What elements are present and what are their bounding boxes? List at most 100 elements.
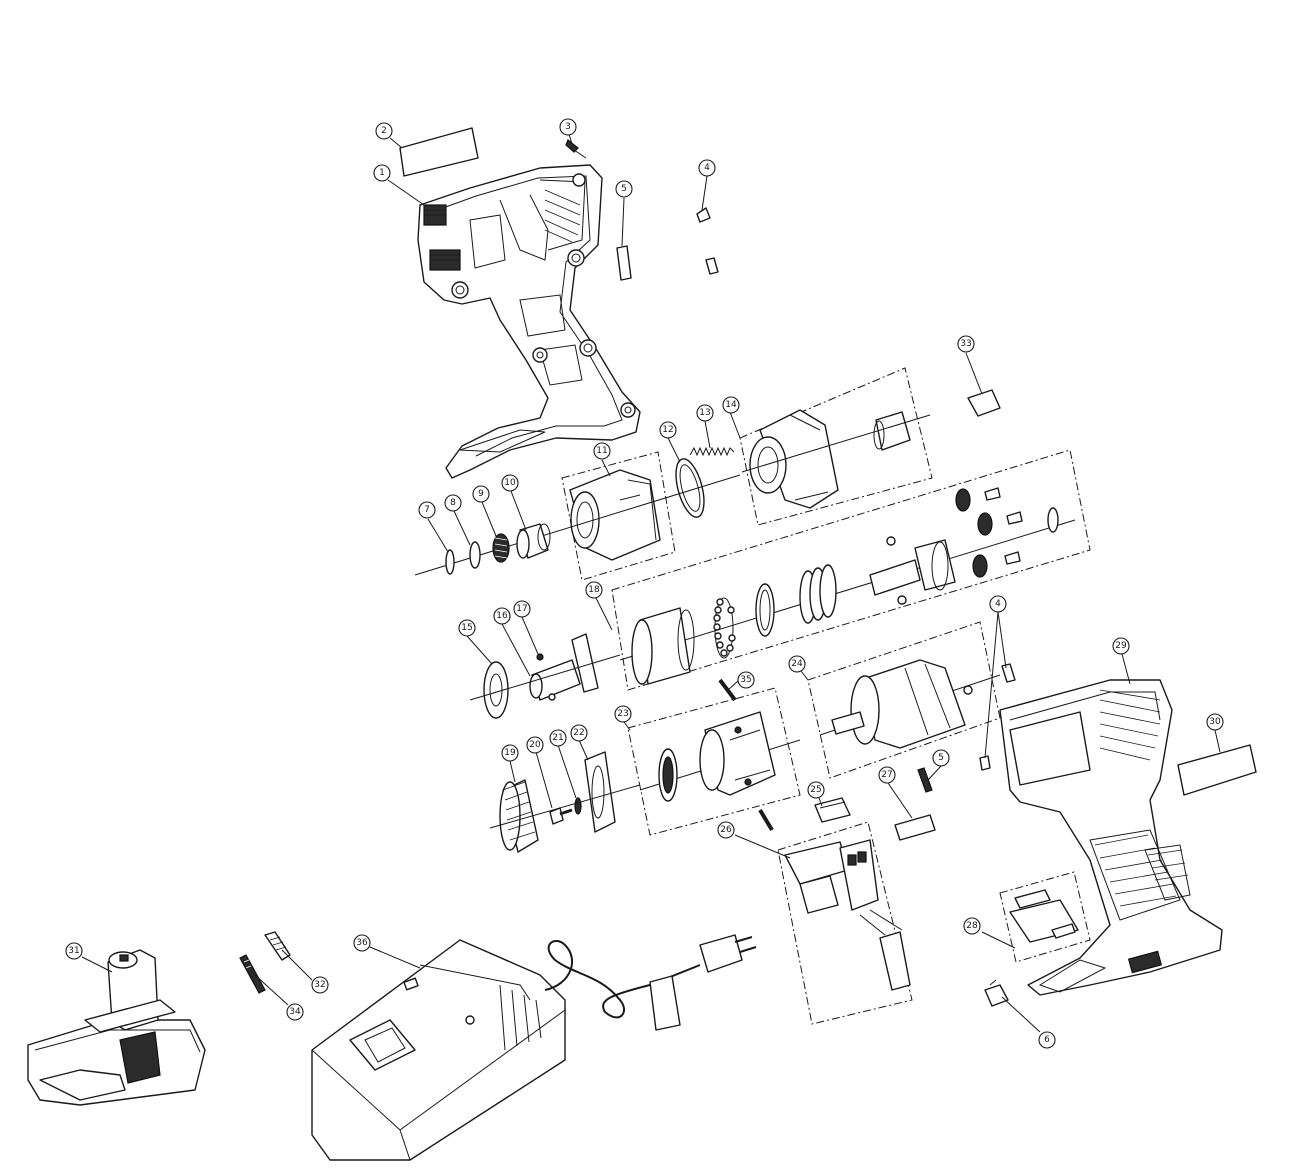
svg-text:29: 29	[1115, 641, 1127, 651]
svg-text:11: 11	[596, 446, 607, 456]
gearbox-group-box	[627, 687, 801, 836]
svg-text:18: 18	[588, 585, 600, 595]
callout-24: 24	[788, 655, 806, 673]
callout-3: 3	[559, 118, 577, 136]
switch-group-box	[777, 821, 913, 1025]
hammer-washer	[755, 583, 775, 637]
svg-text:2: 2	[381, 126, 387, 136]
left-housing-half	[417, 164, 641, 479]
callout-2: 2	[375, 122, 393, 140]
ring-gear-19	[499, 779, 539, 853]
spindle	[869, 536, 956, 605]
spring-13	[689, 446, 735, 457]
bearing-23	[658, 748, 678, 802]
gear-case	[749, 409, 911, 509]
anvil-16	[529, 633, 599, 701]
clip-lower	[979, 663, 1016, 771]
driver-bit-34	[239, 954, 266, 994]
trigger-switch	[784, 839, 911, 991]
svg-text:4: 4	[704, 163, 710, 173]
callout-22: 22	[570, 724, 588, 742]
svg-text:36: 36	[356, 938, 368, 948]
direction-lever-25	[814, 797, 851, 823]
callout-16: 16	[493, 607, 511, 625]
callout-10: 10	[501, 474, 519, 492]
gear-case-group-box	[739, 367, 933, 526]
clip-top	[696, 207, 719, 275]
svg-text:33: 33	[960, 339, 971, 349]
svg-text:25: 25	[810, 785, 821, 795]
hammer	[631, 607, 695, 685]
svg-text:20: 20	[529, 740, 541, 750]
steel-balls-ring	[713, 597, 736, 659]
planet-gears	[955, 487, 1059, 578]
hammer-spring	[799, 564, 837, 624]
callout-19: 19	[501, 744, 519, 762]
battery-latch-group-box	[999, 871, 1091, 963]
label-plate-30	[1177, 744, 1257, 796]
part-callouts: 1 2 3 4 4 5 5 6 7 8 9 10 11 12 13 14 15 …	[65, 118, 1224, 1049]
plate-22	[584, 751, 616, 833]
callout-14: 14	[722, 396, 740, 414]
motor	[831, 659, 973, 749]
svg-text:12: 12	[662, 425, 673, 435]
svg-text:19: 19	[504, 748, 516, 758]
svg-text:35: 35	[740, 675, 751, 685]
svg-text:3: 3	[565, 122, 571, 132]
rubber-strip-top	[616, 245, 632, 281]
washer-15	[483, 661, 509, 719]
svg-text:14: 14	[725, 400, 737, 410]
leader-lines	[81, 133, 1221, 1033]
svg-text:24: 24	[791, 659, 803, 669]
callout-17: 17	[513, 600, 531, 618]
svg-text:1: 1	[379, 168, 385, 178]
callout-5-top: 5	[615, 180, 633, 198]
svg-text:13: 13	[699, 408, 710, 418]
svg-text:27: 27	[881, 770, 892, 780]
callout-4-lower: 4	[989, 595, 1007, 613]
housing-screw	[565, 139, 587, 159]
svg-text:30: 30	[1209, 717, 1221, 727]
svg-text:31: 31	[68, 946, 79, 956]
callout-12: 12	[659, 421, 677, 439]
battery-latch-28	[1009, 889, 1079, 943]
callout-9: 9	[472, 485, 490, 503]
hammer-group-box	[611, 449, 1091, 691]
svg-text:32: 32	[314, 980, 325, 990]
pin-35	[718, 678, 774, 832]
pin-27	[894, 814, 936, 841]
label-plate	[399, 127, 479, 177]
svg-text:17: 17	[516, 604, 527, 614]
svg-text:26: 26	[720, 825, 732, 835]
callout-21: 21	[549, 729, 567, 747]
callout-34: 34	[286, 1003, 304, 1021]
svg-text:28: 28	[966, 921, 978, 931]
svg-text:7: 7	[424, 505, 430, 515]
callout-18: 18	[585, 581, 603, 599]
callout-30: 30	[1206, 713, 1224, 731]
motor-group-box	[807, 621, 1001, 779]
svg-text:16: 16	[496, 611, 508, 621]
callout-8: 8	[444, 494, 462, 512]
callout-35: 35	[737, 671, 755, 689]
svg-text:34: 34	[289, 1007, 301, 1017]
callout-25: 25	[807, 781, 825, 799]
rubber-strip-lower	[917, 767, 933, 793]
charger	[311, 934, 757, 1161]
motor-mount	[699, 711, 776, 796]
bit-holder-32	[264, 931, 291, 961]
latch-clip-6	[984, 979, 1009, 1007]
screw-20	[549, 807, 573, 825]
bushing-10	[516, 523, 551, 559]
callout-15: 15	[458, 619, 476, 637]
callout-6: 6	[1038, 1031, 1056, 1049]
callout-26: 26	[717, 821, 735, 839]
callout-11: 11	[593, 442, 611, 460]
svg-text:5: 5	[938, 753, 944, 763]
front-cover	[569, 469, 661, 561]
svg-text:4: 4	[995, 599, 1001, 609]
washer-12	[675, 458, 705, 518]
callout-1: 1	[373, 164, 391, 182]
washer-8	[469, 541, 481, 569]
